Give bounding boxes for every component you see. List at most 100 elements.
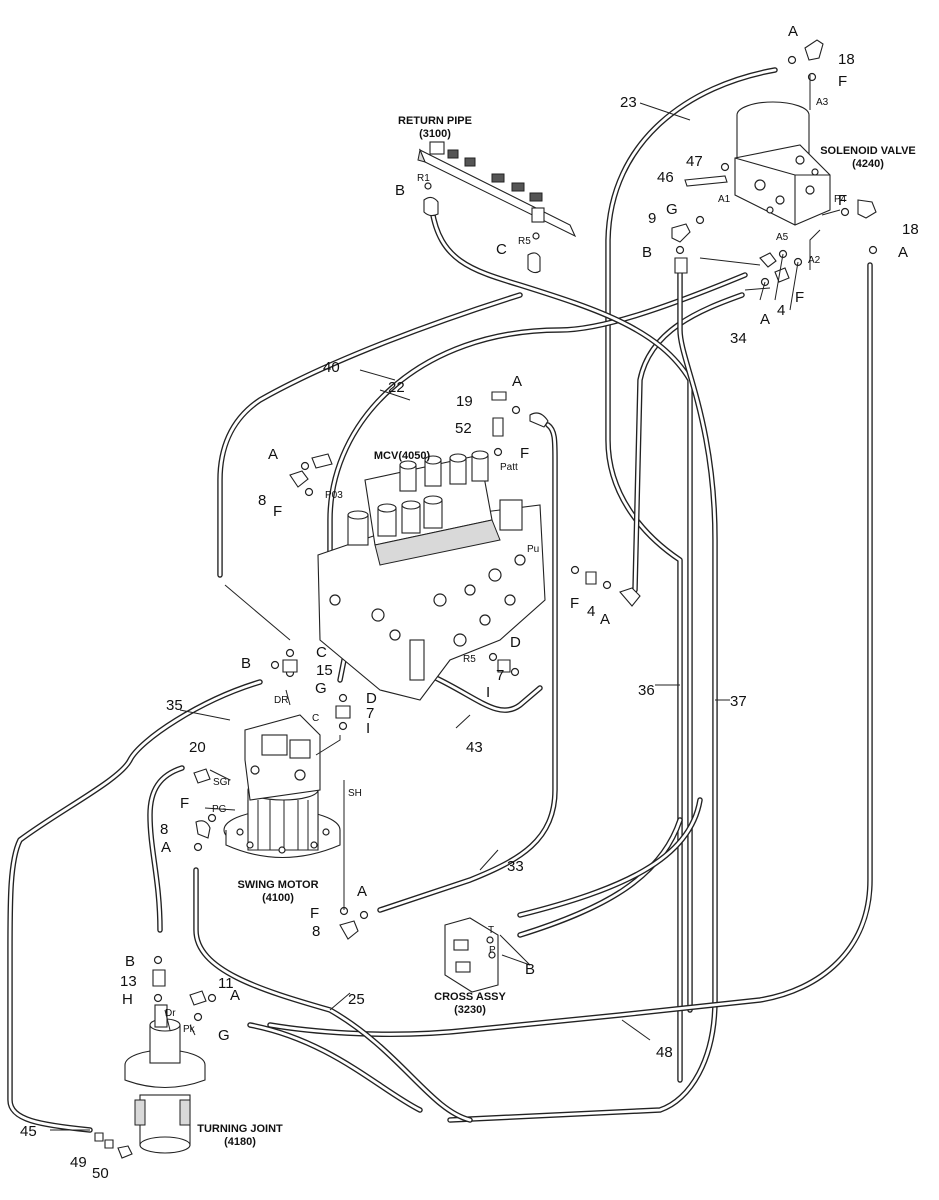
callout-18: 18 bbox=[838, 51, 855, 68]
hose-35 bbox=[7, 679, 263, 1133]
port-a3: A3 bbox=[816, 97, 829, 108]
callout-letter-b: B bbox=[642, 244, 652, 261]
callout-11: 11 bbox=[218, 975, 234, 992]
callout-letter-f: F bbox=[838, 192, 847, 209]
callout-20: 20 bbox=[189, 739, 206, 756]
callout-48: 48 bbox=[656, 1044, 673, 1061]
callout-36: 36 bbox=[638, 682, 655, 699]
port-pu: Pu bbox=[527, 544, 539, 555]
port-dr: DR bbox=[274, 695, 288, 706]
callout-letter-a: A bbox=[357, 883, 367, 900]
callout-letter-b: B bbox=[241, 655, 251, 672]
turning-joint-label: TURNING JOINT bbox=[197, 1123, 283, 1135]
hose-36b bbox=[517, 797, 703, 918]
callout-52: 52 bbox=[455, 420, 472, 437]
callout-4: 4 bbox=[777, 302, 785, 319]
port-a2: A2 bbox=[808, 255, 821, 266]
cross-assy-code: (3230) bbox=[454, 1004, 486, 1016]
callout-letter-f: F bbox=[273, 503, 282, 520]
swing-motor bbox=[223, 714, 341, 858]
callout-letter-i: I bbox=[366, 720, 370, 737]
cross-assy-label: CROSS ASSY bbox=[434, 991, 506, 1003]
return-pipe-code: (3100) bbox=[419, 128, 451, 140]
callout-letter-a: A bbox=[788, 23, 798, 40]
callout-letter-g: G bbox=[218, 1027, 230, 1044]
component-labels: RETURN PIPE (3100) SOLENOID VALVE (4240)… bbox=[197, 115, 916, 1148]
swing-motor-label: SWING MOTOR bbox=[237, 879, 318, 891]
letter-callouts: A F B G F C B A F A A A F F F A C D B G … bbox=[122, 23, 908, 1044]
port-sgr: SGr bbox=[213, 777, 231, 788]
callout-letter-b: B bbox=[395, 182, 405, 199]
callout-letter-f: F bbox=[795, 289, 804, 306]
solenoid-valve bbox=[734, 101, 831, 226]
leader-lines bbox=[50, 75, 841, 1131]
port-pk: Pk bbox=[183, 1024, 196, 1035]
callout-letter-f: F bbox=[520, 445, 529, 462]
callout-letter-a: A bbox=[512, 373, 522, 390]
callout-7: 7 bbox=[496, 667, 504, 684]
callout-letter-g: G bbox=[666, 201, 678, 218]
callout-letter-i: I bbox=[486, 684, 490, 701]
callout-letter-g: G bbox=[315, 680, 327, 697]
port-r5b: R5 bbox=[463, 654, 476, 665]
callout-letter-b: B bbox=[525, 961, 535, 978]
return-pipe bbox=[417, 141, 577, 274]
mcv-label: MCV(4050) bbox=[374, 450, 431, 462]
callout-letter-f: F bbox=[838, 73, 847, 90]
callout-25: 25 bbox=[348, 991, 365, 1008]
callout-8: 8 bbox=[258, 492, 266, 509]
callout-50: 50 bbox=[92, 1165, 109, 1182]
callout-8b: 8 bbox=[160, 821, 168, 838]
callout-46: 46 bbox=[657, 169, 674, 186]
callout-letter-b: B bbox=[125, 953, 135, 970]
swing-motor-code: (4100) bbox=[262, 892, 294, 904]
callout-letter-c: C bbox=[316, 644, 327, 661]
callout-letter-f: F bbox=[310, 905, 319, 922]
callout-letter-a: A bbox=[230, 987, 240, 1004]
callout-19: 19 bbox=[456, 393, 473, 410]
fittings bbox=[94, 39, 878, 1159]
callout-letter-h: H bbox=[122, 991, 133, 1008]
hose-37 bbox=[447, 267, 718, 1123]
callout-4b: 4 bbox=[587, 603, 595, 620]
port-p03: P03 bbox=[325, 490, 343, 501]
part-number-callouts: 18 23 47 46 9 18 4 34 40 22 19 52 8 4 15… bbox=[20, 51, 919, 1182]
port-p: P bbox=[489, 945, 496, 956]
hose-45-lower bbox=[247, 1022, 423, 1113]
callout-49: 49 bbox=[70, 1154, 87, 1171]
hose-48 bbox=[267, 262, 873, 1038]
callout-letter-f: F bbox=[570, 595, 579, 612]
callout-letter-a: A bbox=[898, 244, 908, 261]
callout-7b: 7 bbox=[366, 705, 374, 722]
hose-22 bbox=[327, 272, 748, 603]
callout-letter-d: D bbox=[510, 634, 521, 651]
turning-joint bbox=[124, 1004, 206, 1154]
callout-9: 9 bbox=[648, 210, 656, 227]
callout-letter-c: C bbox=[496, 241, 507, 258]
callout-letter-a: A bbox=[268, 446, 278, 463]
hose-40 bbox=[217, 292, 523, 578]
hose-swing-to-joint bbox=[147, 765, 185, 933]
callout-8c: 8 bbox=[312, 923, 320, 940]
callout-18b: 18 bbox=[902, 221, 919, 238]
callout-23: 23 bbox=[620, 94, 637, 111]
solenoid-valve-label: SOLENOID VALVE bbox=[820, 145, 916, 157]
hose-34 bbox=[632, 292, 745, 593]
callout-33: 33 bbox=[507, 858, 524, 875]
port-patt: Patt bbox=[500, 462, 518, 473]
callout-43: 43 bbox=[466, 739, 483, 756]
callout-45: 45 bbox=[20, 1123, 37, 1140]
port-dr2: Dr bbox=[165, 1008, 176, 1019]
hoses bbox=[7, 67, 873, 1133]
callout-letter-d: D bbox=[366, 690, 377, 707]
callout-letter-a: A bbox=[600, 611, 610, 628]
port-c: C bbox=[312, 713, 319, 724]
hose-25 bbox=[193, 867, 473, 1123]
solenoid-valve-code: (4240) bbox=[852, 158, 884, 170]
return-hose bbox=[429, 207, 693, 1013]
port-r1: R1 bbox=[417, 173, 430, 184]
callout-15: 15 bbox=[316, 662, 333, 679]
callout-35: 35 bbox=[166, 697, 183, 714]
port-pg: PG bbox=[212, 804, 227, 815]
port-a5: A5 bbox=[776, 232, 789, 243]
